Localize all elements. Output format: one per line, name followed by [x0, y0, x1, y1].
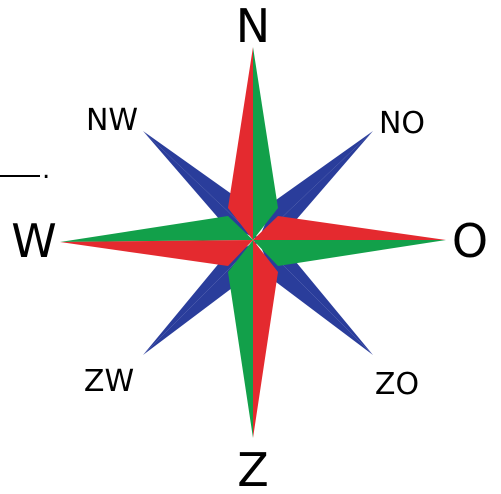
label-southeast: ZO — [375, 367, 419, 402]
label-east: O — [452, 214, 488, 268]
point-east-top — [253, 216, 446, 240]
label-southwest: ZW — [84, 364, 134, 399]
label-northwest: NW — [86, 103, 138, 138]
label-north: N — [236, 0, 270, 53]
point-south-right — [253, 240, 278, 438]
point-west-top — [60, 216, 253, 242]
point-east-bottom — [253, 240, 446, 266]
label-west: W — [11, 214, 56, 268]
point-north-left — [228, 47, 253, 240]
label-south: Z — [237, 443, 269, 494]
point-west-bottom — [60, 240, 253, 266]
answer-blank-period: . — [42, 155, 50, 185]
point-south-left — [228, 240, 253, 438]
label-northeast: NO — [379, 106, 425, 141]
point-north-right — [253, 47, 278, 240]
